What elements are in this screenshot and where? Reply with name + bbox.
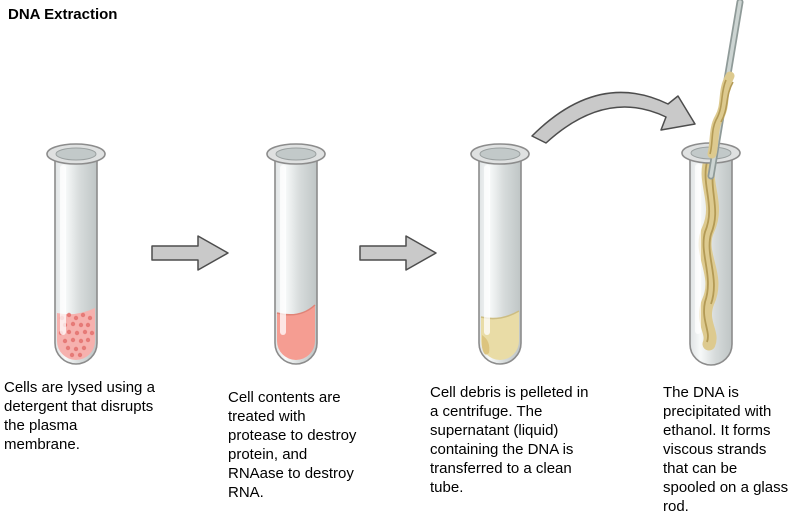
right-arrow-icon xyxy=(151,235,229,271)
glass-highlight xyxy=(695,164,701,334)
test-tube-3 xyxy=(470,143,530,365)
step1-caption: Cells are lysed using a detergent that d… xyxy=(4,379,155,453)
glass-highlight xyxy=(60,165,66,335)
test-tube-1 xyxy=(46,143,106,365)
step4-caption: The DNA is precipitated with ethanol. It… xyxy=(663,384,789,515)
step3-caption: Cell debris is pelleted in a centrifuge.… xyxy=(430,384,589,496)
diagram-title: DNA Extraction xyxy=(8,6,118,23)
tube-opening xyxy=(479,147,521,161)
arrow-transfer-curved xyxy=(531,91,696,144)
tube-opening xyxy=(275,147,317,161)
tube-opening xyxy=(55,147,97,161)
arrow-step1-to-step2 xyxy=(151,235,229,271)
dna-strands-on-rod xyxy=(707,71,735,159)
curved-arrow-icon xyxy=(531,91,696,144)
step2-caption: Cell contents are treated with protease … xyxy=(228,389,357,501)
supernatant-liquid xyxy=(481,311,519,360)
treated-liquid xyxy=(277,305,315,360)
right-arrow-icon xyxy=(359,235,437,271)
test-tube-4 xyxy=(681,0,744,366)
glass-highlight xyxy=(484,165,490,335)
arrow-step2-to-step3 xyxy=(359,235,437,271)
pellet-sediment xyxy=(482,335,490,355)
dna-strands-in-tube xyxy=(698,151,719,351)
test-tube-2 xyxy=(266,143,326,365)
glass-highlight xyxy=(280,165,286,335)
